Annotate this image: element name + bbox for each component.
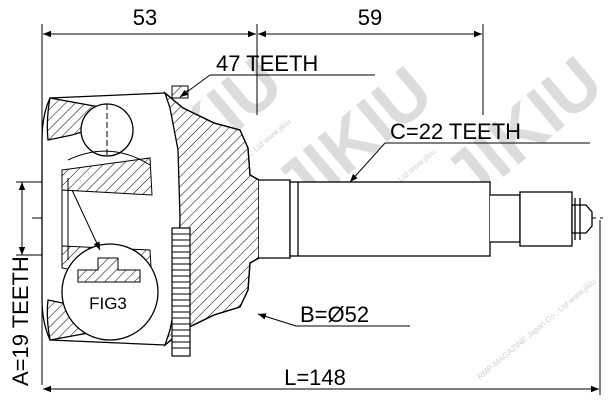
teeth47-leader xyxy=(179,74,211,98)
diameter-leader xyxy=(257,313,297,327)
teeth22-leader xyxy=(349,142,386,183)
spline-inner-label: A=19 TEETH xyxy=(8,256,33,386)
fig3-leader xyxy=(71,189,101,251)
boot-tab xyxy=(171,85,189,99)
length-label: L=148 xyxy=(284,365,346,390)
spline-outer-label: 47 TEETH xyxy=(216,51,318,76)
fig3-tooth-profile xyxy=(77,257,141,283)
abs-ring xyxy=(171,227,191,357)
ball xyxy=(80,103,134,157)
diameter-label: B=Ø52 xyxy=(300,302,369,327)
shaft xyxy=(259,179,593,259)
dimension-59-label: 59 xyxy=(358,5,382,30)
spline-shaft-label: C=22 TEETH xyxy=(390,119,521,144)
watermark-line-3: RMP-MAGAZINE Japan Co., Ltd www.jikiu xyxy=(476,277,598,381)
fig3-label: FIG3 xyxy=(89,294,127,313)
fig3-detail-circle xyxy=(61,243,159,341)
inner-spline-detail xyxy=(61,150,151,262)
dimension-53-label: 53 xyxy=(133,5,157,30)
